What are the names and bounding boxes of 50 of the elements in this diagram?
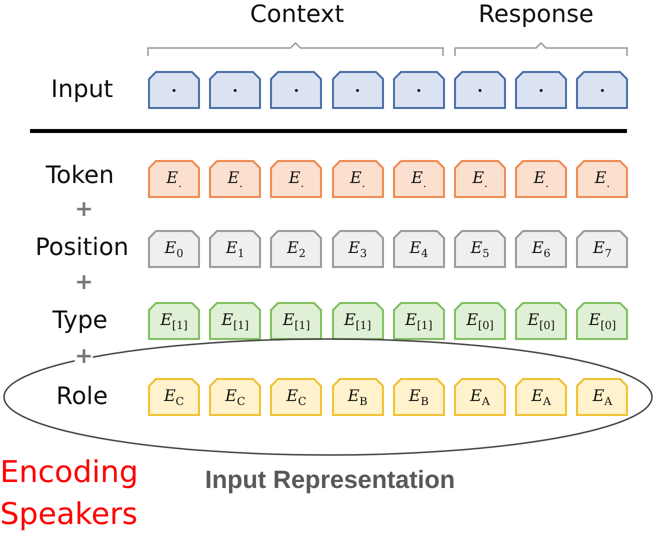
embedding-box: E$_{.}$ (209, 160, 262, 198)
embedding-box: E$_{[0]}$ (454, 302, 506, 340)
embedding-box: E$_{5}$ (454, 230, 506, 268)
embedding-box: E$_{A}$ (576, 378, 628, 416)
input-box: · (332, 71, 384, 109)
embedding-box: E$_{[0]}$ (515, 302, 568, 340)
embedding-box: E$_{.}$ (270, 160, 322, 198)
embedding-box: E$_{4}$ (392, 230, 445, 268)
input-box: · (270, 71, 322, 109)
annotation-text: Encoding Speakers (0, 454, 140, 534)
row-label: Input (50, 75, 114, 103)
embedding-box: E$_{A}$ (454, 378, 506, 416)
embedding-box: E$_{[1]}$ (209, 302, 262, 340)
embedding-box: E$_{[1]}$ (148, 302, 200, 340)
embedding-box: E$_{[1]}$ (332, 302, 384, 340)
input-box: · (392, 71, 445, 109)
embedding-box: E$_{.}$ (576, 160, 628, 198)
embedding-box: E$_{6}$ (515, 230, 568, 268)
row-label: Role (56, 382, 108, 410)
embedding-box: E$_{.}$ (332, 160, 384, 198)
embedding-box: E$_{.}$ (515, 160, 568, 198)
embedding-box: E$_{[0]}$ (576, 302, 628, 340)
embedding-box: E$_{[1]}$ (270, 302, 322, 340)
input-box: · (576, 71, 628, 109)
embedding-box: E$_{2}$ (270, 230, 322, 268)
embedding-box: E$_{3}$ (332, 230, 384, 268)
caption: Input Representation (205, 466, 456, 495)
embedding-box: E$_{B}$ (332, 378, 384, 416)
embedding-box: E$_{.}$ (454, 160, 506, 198)
embedding-box: E$_{.}$ (148, 160, 200, 198)
input-box: · (209, 71, 262, 109)
bracket-label: Context (250, 0, 344, 28)
embedding-box: E$_{0}$ (148, 230, 200, 268)
row-label: Token (46, 161, 114, 189)
bracket-label: Response (478, 0, 594, 28)
embedding-box: E$_{B}$ (392, 378, 445, 416)
embedding-box: E$_{C}$ (209, 378, 262, 416)
embedding-box: E$_{C}$ (270, 378, 322, 416)
embedding-box: E$_{7}$ (576, 230, 628, 268)
input-box: · (454, 71, 506, 109)
embedding-box: E$_{A}$ (515, 378, 568, 416)
embedding-box: E$_{[1]}$ (392, 302, 445, 340)
row-label: Position (35, 233, 129, 261)
input-box: · (148, 71, 200, 109)
input-box: · (515, 71, 568, 109)
embedding-box: E$_{C}$ (148, 378, 200, 416)
embedding-box: E$_{1}$ (209, 230, 262, 268)
embedding-box: E$_{.}$ (392, 160, 445, 198)
row-label: Type (52, 306, 108, 334)
ellipse-outline (3, 338, 653, 456)
